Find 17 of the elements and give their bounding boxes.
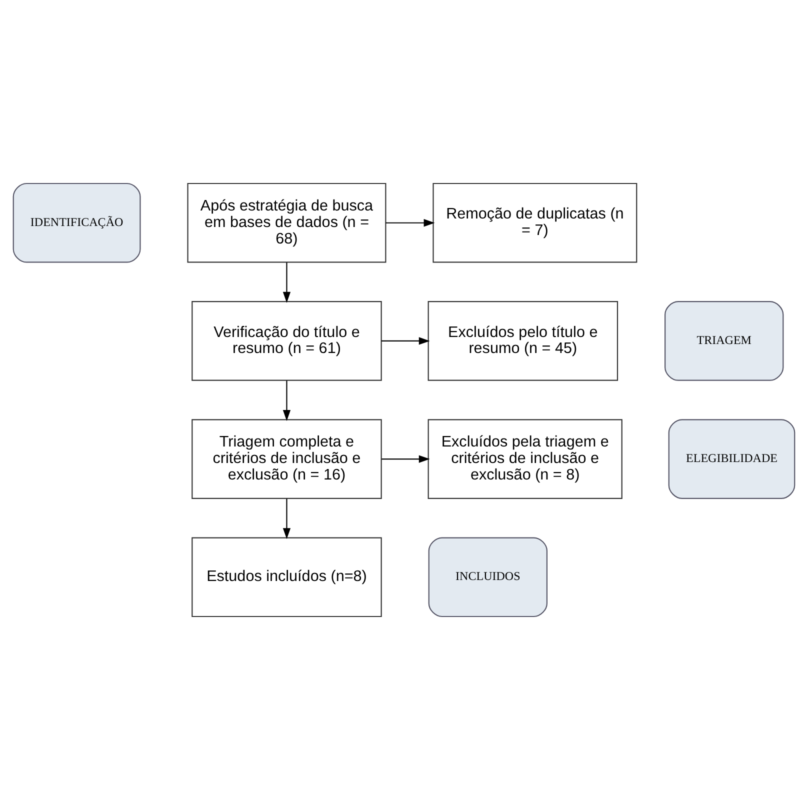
arrow (282, 380, 290, 420)
arrow (380, 336, 430, 344)
node-box: TRIAGEM (664, 300, 784, 380)
node-box: INCLUIDOS (428, 536, 548, 617)
node-box: Estudos incluídos (n=8) (191, 536, 382, 617)
arrow (385, 218, 434, 226)
arrow (381, 454, 430, 462)
node-box: Excluídos pelo título e resumo (n = 45) (427, 300, 618, 380)
node-box: IDENTIFICAÇÃO (12, 182, 140, 262)
node-box: ELEGIBILIDADE (668, 418, 795, 498)
node-box: Verificação do título e resumo (n = 61) (191, 300, 382, 380)
node-box: Excluídos pela triagem e critérios de inclusão e exclusão (n = 8) (427, 418, 622, 498)
arrow (282, 498, 290, 539)
node-box: Triagem completa e critérios de inclusão e exclusão (n = 16) (191, 418, 382, 498)
arrow (282, 262, 290, 302)
node-box: Remoção de duplicatas (n = 7) (432, 182, 637, 262)
node-box: Após estratégia de busca em bases de dados (n = 68) (186, 182, 386, 262)
